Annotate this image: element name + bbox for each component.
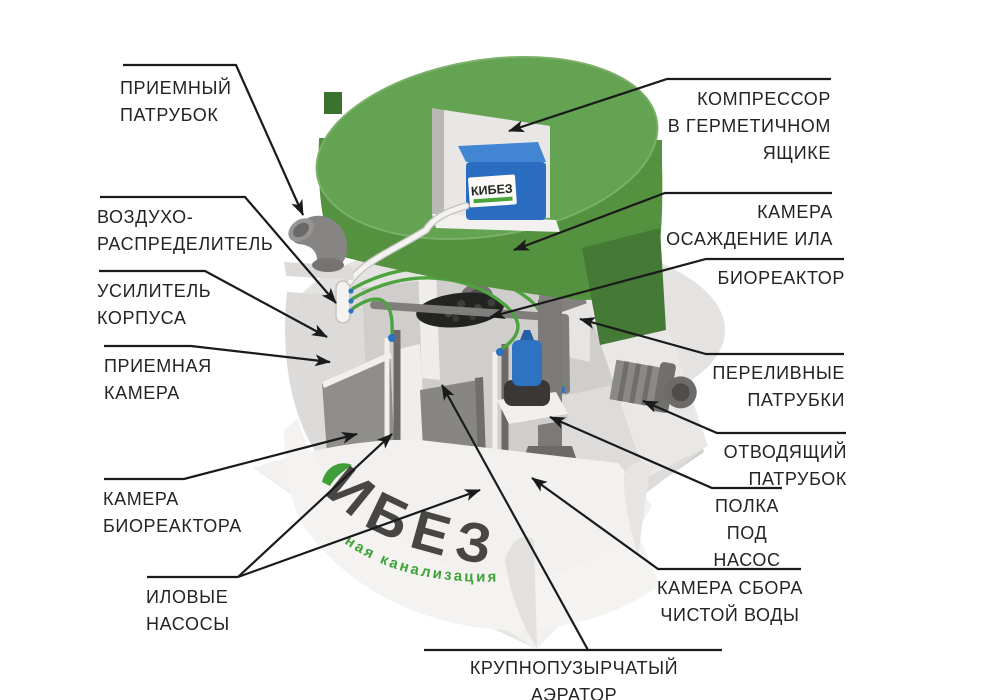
callout-line-kamera-sbora [531,477,801,571]
callout-label-vozdukho-raspredelitel: ВОЗДУХО- РАСПРЕДЕЛИТЕЛЬ [97,207,274,254]
niche-floor [432,214,560,232]
callout-label-krupnopuzyrchaty-aerator: КРУПНОПУЗЫРЧАТЫЙ АЭРАТОР [469,658,679,700]
callout-label-kamera-sbora-chistoy-vody: КАМЕРА СБОРА ЧИСТОЙ ВОДЫ [657,578,803,625]
air-distributor [335,280,351,324]
callout-line-osazhdenie-ila [513,191,832,252]
compressor-air-pipe [347,203,469,285]
callout-line-bioreaktor [489,257,844,319]
callout-line-polka-pod-nasos [549,415,782,490]
callout-line-vozdukho-raspredelitel [100,195,337,304]
distributor-nub-1 [348,288,354,294]
compressor-box: КИБЕЗ [458,142,546,220]
callout-line-priemnaya-kamera [104,344,331,367]
callout-line-priemny-patrubok [123,63,305,216]
outlet-pipe [609,359,697,413]
callout-label-priemny-patrubok: ПРИЕМНЫЙ ПАТРУБОК [120,78,232,125]
base-fin-front [505,536,537,648]
callout-lines [99,63,846,652]
compressor-label-strip [473,196,513,204]
air-hose-2 [351,276,520,352]
callout-line-usilitel-korpusa [99,269,328,338]
callout-line-ilovye-nasosy-1 [237,433,393,578]
panel-edge-highlight [322,352,392,388]
inlet-pipe [284,215,354,280]
hose-fitting-1 [388,334,396,342]
water-pump-body [512,340,542,386]
callout-label-ilovye-nasosy: ИЛОВЫЕ НАСОСЫ [146,587,230,634]
hose-fitting-2 [496,348,504,356]
lid: КИБЕЗ [315,56,666,345]
callout-line-perelivnye-patrubki [579,317,844,356]
niche-left-wall [432,108,444,216]
distributor-nub-3 [348,308,354,314]
brand-leaf [322,463,352,486]
inlet-collar [312,258,344,272]
callout-line-otvodyashchy-patrubok [642,399,846,435]
callout-label-otvodyashchy-patrubok: ОТВОДЯЩИЙ ПАТРУБОК [723,442,847,489]
inlet-opening-inner [293,222,309,238]
callout-label-kamera-bioreaktora: КАМЕРА БИОРЕАКТОРА [103,489,242,536]
water-pump-top [520,330,534,340]
callout-label-usilitel-korpusa: УСИЛИТЕЛЬ КОРПУСА [97,281,212,328]
lid-notch [324,92,342,114]
air-hose-3 [351,297,394,337]
callout-label-bioreaktor: БИОРЕАКТОР [717,268,845,288]
callout-line-aerator [441,384,589,651]
callout-label-priemnaya-kamera: ПРИЕМНАЯ КАМЕРА [104,356,212,403]
water-pump-base [504,380,550,406]
callout-label-kompressor: КОМПРЕССОР В ГЕРМЕТИЧНОМ ЯЩИКЕ [667,89,831,163]
tank-left-wall [285,292,356,484]
callout-line-ilovye-nasosy-2 [237,488,481,579]
air-rail-pipe [370,301,570,394]
distributor-nub-2 [348,298,354,304]
compressor-label-text: КИБЕЗ [471,182,514,199]
base-fin-right [623,461,650,556]
compressor-box-top [458,142,546,162]
lid-top-rim [315,56,659,240]
callout-line-kamera-bioreaktora [104,431,358,481]
callout-label-perelivnye-patrubki: ПЕРЕЛИВНЫЕ ПАТРУБКИ [712,363,845,410]
callout-label-polka-pod-nasos: ПОЛКА ПОД НАСОС [713,496,781,570]
callout-label-kamera-osazhdenie-ila: КАМЕРА ОСАЖДЕНИЕ ИЛА [666,202,833,249]
callout-line-kompressor [508,77,831,133]
band-surface [284,418,660,631]
lid-skirt-right [582,228,666,345]
